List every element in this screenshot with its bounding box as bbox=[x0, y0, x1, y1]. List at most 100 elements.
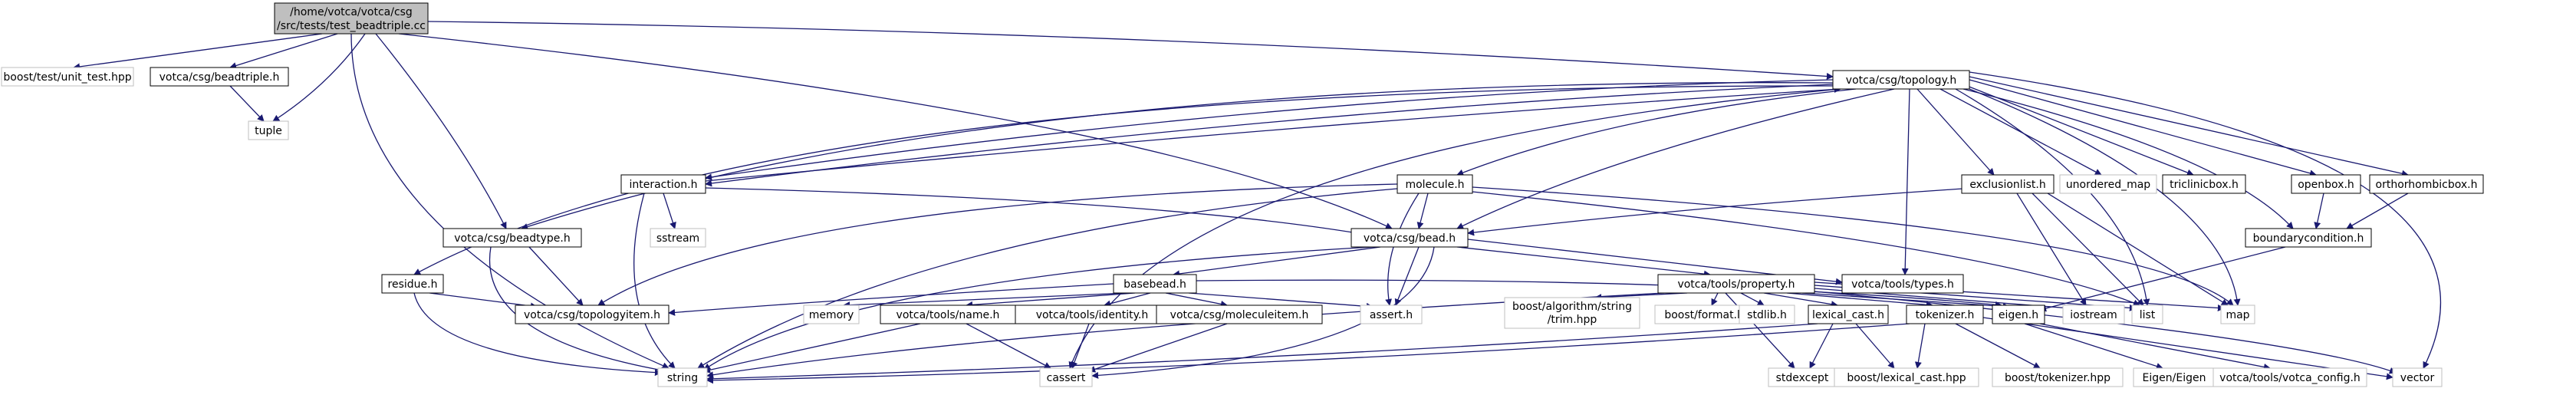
edge-root-beadtriple bbox=[229, 33, 338, 69]
edge-topology-unordered-map bbox=[1939, 88, 2102, 176]
edge-topology-interaction-a bbox=[705, 79, 1834, 181]
node-residue[interactable]: residue.h bbox=[381, 274, 444, 294]
node-eigen-eigen[interactable]: Eigen/Eigen bbox=[2133, 367, 2216, 387]
node-trim[interactable]: boost/algorithm/string /trim.hpp bbox=[1504, 297, 1640, 329]
edge-basebead-name bbox=[966, 292, 1136, 308]
node-types[interactable]: votca/tools/types.h bbox=[1841, 274, 1964, 294]
node-stdlib[interactable]: stdlib.h bbox=[1739, 304, 1795, 324]
node-topology[interactable]: votca/csg/topology.h bbox=[1832, 70, 1970, 90]
node-moleculeitem[interactable]: votca/csg/moleculeitem.h bbox=[1156, 304, 1323, 324]
node-interaction[interactable]: interaction.h bbox=[620, 174, 706, 194]
lexical-cast-h-label: lexical_cast.h bbox=[1812, 309, 1884, 321]
edge-topology-interaction-b bbox=[705, 84, 1834, 187]
stdexcept-label: stdexcept bbox=[1776, 372, 1829, 384]
edge-molecule-map bbox=[1472, 186, 2234, 306]
edge-property-tokenizer bbox=[1786, 292, 1933, 308]
edge-interaction-sstream bbox=[663, 193, 676, 229]
edge-beadtriple-tuple bbox=[229, 85, 265, 122]
edge-root-unit-test bbox=[73, 33, 323, 71]
node-molecule[interactable]: molecule.h bbox=[1397, 174, 1473, 194]
node-iostream[interactable]: iostream bbox=[2062, 304, 2125, 324]
edge-topology-beadtype bbox=[521, 82, 1834, 230]
node-exclusionlist[interactable]: exclusionlist.h bbox=[1961, 174, 2055, 194]
node-unordered-map[interactable]: unordered_map bbox=[2059, 174, 2157, 194]
node-votca-config[interactable]: votca/tools/votca_config.h bbox=[2212, 367, 2367, 387]
edge-tokenizer-string bbox=[706, 323, 1910, 384]
triclinicbox-label: triclinicbox.h bbox=[2170, 179, 2239, 191]
node-memory[interactable]: memory bbox=[803, 304, 860, 324]
residue-label: residue.h bbox=[388, 278, 438, 291]
exclusionlist-label: exclusionlist.h bbox=[1969, 179, 2045, 191]
votca-config-label: votca/tools/votca_config.h bbox=[2219, 372, 2361, 384]
node-lexical-cast-h[interactable]: lexical_cast.h bbox=[1808, 304, 1889, 324]
beadtype-label: votca/csg/beadtype.h bbox=[454, 232, 571, 245]
format-label: boost/format.hpp bbox=[1664, 309, 1757, 321]
node-root[interactable]: /home/votca/votca/csg /src/tests/test_be… bbox=[274, 2, 429, 35]
node-triclinicbox[interactable]: triclinicbox.h bbox=[2162, 174, 2246, 194]
boundarycondition-label: boundarycondition.h bbox=[2253, 232, 2364, 245]
edge-topology-vector bbox=[1969, 71, 2442, 369]
types-label: votca/tools/types.h bbox=[1851, 278, 1954, 291]
edge-topology-list bbox=[1955, 88, 2150, 306]
node-boundarycondition[interactable]: boundarycondition.h bbox=[2245, 228, 2372, 248]
node-cassert[interactable]: cassert bbox=[1039, 367, 1093, 387]
string-label: string bbox=[667, 372, 698, 384]
node-map[interactable]: map bbox=[2220, 304, 2255, 324]
edge-topology-openbox bbox=[1969, 79, 2317, 177]
node-topologyitem[interactable]: votca/csg/topologyitem.h bbox=[515, 304, 669, 324]
node-property[interactable]: votca/tools/property.h bbox=[1657, 274, 1815, 294]
node-assert[interactable]: assert.h bbox=[1360, 304, 1423, 324]
edge-exclusionlist-list bbox=[2032, 193, 2144, 306]
node-identity[interactable]: votca/tools/identity.h bbox=[1015, 304, 1170, 324]
root-label-line1: /home/votca/votca/csg bbox=[290, 6, 413, 18]
edge-topology-boundarycondition bbox=[1962, 88, 2294, 229]
iostream-label: iostream bbox=[2070, 309, 2117, 321]
edge-root-tuple bbox=[272, 33, 366, 122]
node-tuple[interactable]: tuple bbox=[248, 120, 289, 140]
tuple-label: tuple bbox=[255, 125, 282, 137]
edge-topology-residue bbox=[413, 85, 1834, 275]
basebead-label: basebead.h bbox=[1124, 278, 1186, 291]
node-beadtriple[interactable]: votca/csg/beadtriple.h bbox=[150, 67, 289, 87]
edge-basebead-eigen bbox=[1196, 279, 2002, 308]
node-unit-test[interactable]: boost/test/unit_test.hpp bbox=[1, 67, 134, 87]
sstream-label: sstream bbox=[656, 232, 699, 245]
edge-root-string bbox=[350, 33, 669, 369]
unit-test-label: boost/test/unit_test.hpp bbox=[3, 71, 131, 84]
edge-bead-basebead bbox=[1173, 246, 1381, 278]
node-beadtype[interactable]: votca/csg/beadtype.h bbox=[442, 228, 582, 248]
lexical-cast-hpp-label: boost/lexical_cast.hpp bbox=[1847, 372, 1966, 384]
node-tokenizer-hpp[interactable]: boost/tokenizer.hpp bbox=[1992, 367, 2124, 387]
orthorhombicbox-label: orthorhombicbox.h bbox=[2376, 179, 2478, 191]
node-openbox[interactable]: openbox.h bbox=[2291, 174, 2361, 194]
edge-bead-string bbox=[703, 246, 1374, 370]
node-name[interactable]: votca/tools/name.h bbox=[880, 304, 1016, 324]
node-sstream[interactable]: sstream bbox=[650, 228, 706, 248]
tokenizer-hpp-label: boost/tokenizer.hpp bbox=[2005, 372, 2110, 384]
node-orthorhombicbox[interactable]: orthorhombicbox.h bbox=[2369, 174, 2484, 194]
node-list[interactable]: list bbox=[2131, 304, 2163, 324]
edge-topology-types bbox=[1901, 88, 1910, 275]
edge-basebead-memory bbox=[843, 292, 1128, 309]
edge-bead-cassert bbox=[1091, 246, 1435, 379]
edge-topology-exclusionlist bbox=[1916, 88, 1995, 176]
node-layer: /home/votca/votca/csg /src/tests/test_be… bbox=[1, 2, 2484, 387]
node-eigen-h[interactable]: eigen.h bbox=[1992, 304, 2045, 324]
edge-exclusionlist-map bbox=[2047, 193, 2229, 306]
node-basebead[interactable]: basebead.h bbox=[1113, 274, 1197, 294]
edge-layer bbox=[73, 21, 2442, 384]
node-vector[interactable]: vector bbox=[2392, 367, 2443, 387]
node-bead[interactable]: votca/csg/bead.h bbox=[1351, 228, 1469, 248]
node-string[interactable]: string bbox=[657, 367, 708, 387]
map-label: map bbox=[2226, 309, 2249, 321]
edge-name-cassert bbox=[966, 323, 1051, 369]
node-stdexcept[interactable]: stdexcept bbox=[1768, 367, 1837, 387]
node-lexical-cast-hpp[interactable]: boost/lexical_cast.hpp bbox=[1834, 367, 1979, 387]
property-label: votca/tools/property.h bbox=[1677, 278, 1795, 291]
edge-property-vector bbox=[1814, 291, 2397, 374]
root-label-line2: /src/tests/test_beadtriple.cc bbox=[277, 20, 426, 32]
bead-label: votca/csg/bead.h bbox=[1364, 232, 1456, 245]
node-tokenizer-h[interactable]: tokenizer.h bbox=[1906, 304, 1984, 324]
edge-molecule-bead bbox=[1416, 193, 1429, 229]
